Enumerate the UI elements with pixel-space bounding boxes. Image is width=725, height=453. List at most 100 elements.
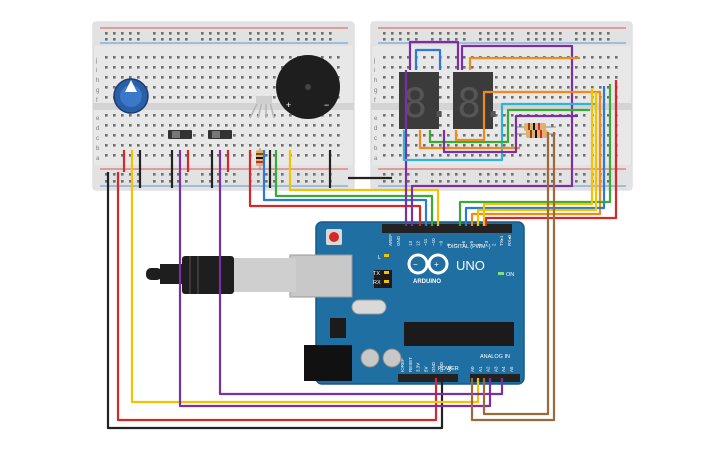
breadboard-hole [447, 66, 450, 69]
breadboard-hole [607, 114, 610, 117]
breadboard-hole [313, 154, 316, 157]
breadboard-hole [169, 66, 172, 69]
breadboard-hole [217, 96, 220, 99]
breadboard-rail-hole [559, 38, 562, 41]
breadboard-hole [153, 96, 156, 99]
breadboard-hole [447, 86, 450, 89]
breadboard-rail-hole [431, 38, 434, 41]
breadboard-hole [329, 134, 332, 137]
slide-switch-2[interactable] [208, 130, 232, 139]
breadboard-hole [321, 144, 324, 147]
breadboard-hole [503, 96, 506, 99]
potentiometer[interactable] [113, 78, 149, 114]
wire-purple-switch1 [178, 150, 492, 408]
breadboard-hole [241, 124, 244, 127]
breadboard-hole [519, 134, 522, 137]
breadboard-rail-hole [439, 180, 442, 183]
breadboard-hole [121, 114, 124, 117]
breadboard-hole [607, 86, 610, 89]
breadboard-hole [591, 56, 594, 59]
breadboard-rail-hole [591, 38, 594, 41]
breadboard-hole [209, 96, 212, 99]
breadboard-hole [511, 144, 514, 147]
breadboard-rail-hole [551, 38, 554, 41]
breadboard-hole [161, 114, 164, 117]
breadboard-hole [567, 96, 570, 99]
breadboard-hole [201, 144, 204, 147]
breadboard-rail-hole [209, 32, 212, 35]
breadboard-hole [519, 86, 522, 89]
breadboard-hole [129, 114, 132, 117]
breadboard-hole [145, 56, 148, 59]
tx-label: TX [373, 271, 380, 277]
breadboard-hole [415, 154, 418, 157]
breadboard-hole [153, 114, 156, 117]
breadboard-hole [431, 134, 434, 137]
breadboard-rail-hole [399, 32, 402, 35]
piezo-buzzer[interactable]: + − [276, 55, 340, 119]
breadboard-hole [217, 56, 220, 59]
breadboard-hole [479, 154, 482, 157]
breadboard-hole [249, 96, 252, 99]
breadboard-hole [495, 114, 498, 117]
wire-brown-analog [482, 132, 550, 416]
breadboard-rail-hole [265, 173, 268, 176]
breadboard-hole [583, 134, 586, 137]
analog-header-pins [470, 374, 520, 382]
row-letter-c: c [374, 136, 377, 142]
aref-label: AREF [388, 234, 393, 246]
wire-green-seg [428, 108, 590, 144]
breadboard-rail-hole [249, 38, 252, 41]
breadboard-rail-hole [583, 173, 586, 176]
breadboard-hole [559, 66, 562, 69]
row-letter-f: f [96, 98, 98, 104]
row-letter-b: b [374, 146, 378, 152]
breadboard-hole [193, 56, 196, 59]
breadboard-rail-hole [257, 32, 260, 35]
breadboard-hole [169, 96, 172, 99]
breadboard-rail-hole [391, 32, 394, 35]
breadboard-hole [177, 114, 180, 117]
breadboard-rail-hole [407, 32, 410, 35]
reset-button-cap[interactable] [329, 232, 339, 242]
breadboard-hole [129, 76, 132, 79]
breadboard-rail-hole [487, 180, 490, 183]
slide-switch-1[interactable] [168, 130, 192, 139]
breadboard-hole [209, 56, 212, 59]
breadboard-hole [439, 154, 442, 157]
breadboard-hole [383, 76, 386, 79]
breadboard-hole [177, 86, 180, 89]
breadboard-rail-hole [479, 38, 482, 41]
breadboard-rail-hole [177, 38, 180, 41]
breadboard-hole [471, 144, 474, 147]
breadboard-rail-hole [161, 180, 164, 183]
breadboard-rail-hole [551, 173, 554, 176]
breadboard-rail-hole [113, 38, 116, 41]
row-letter-e: e [374, 116, 378, 122]
breadboard-hole [503, 114, 506, 117]
svg-text:+: + [434, 260, 439, 269]
breadboard-hole [145, 134, 148, 137]
breadboard-hole [265, 154, 268, 157]
breadboard-hole [519, 154, 522, 157]
breadboard-hole [121, 66, 124, 69]
breadboard-hole [105, 124, 108, 127]
breadboard-hole [447, 56, 450, 59]
breadboard-rail-hole [209, 38, 212, 41]
breadboard-hole [487, 154, 490, 157]
wire-purple-seg3 [442, 114, 578, 154]
breadboard-hole [527, 86, 530, 89]
breadboard-rail-hole [137, 180, 140, 183]
breadboard-hole [217, 124, 220, 127]
wire-green-led [274, 150, 434, 226]
breadboard-hole [479, 144, 482, 147]
breadboard-hole [193, 124, 196, 127]
breadboard-rail-hole [527, 32, 530, 35]
breadboard-hole [105, 144, 108, 147]
breadboard-hole [337, 134, 340, 137]
breadboard-hole [583, 114, 586, 117]
breadboard-rail-hole [479, 32, 482, 35]
breadboard-hole [591, 66, 594, 69]
breadboard-rail-hole [503, 38, 506, 41]
